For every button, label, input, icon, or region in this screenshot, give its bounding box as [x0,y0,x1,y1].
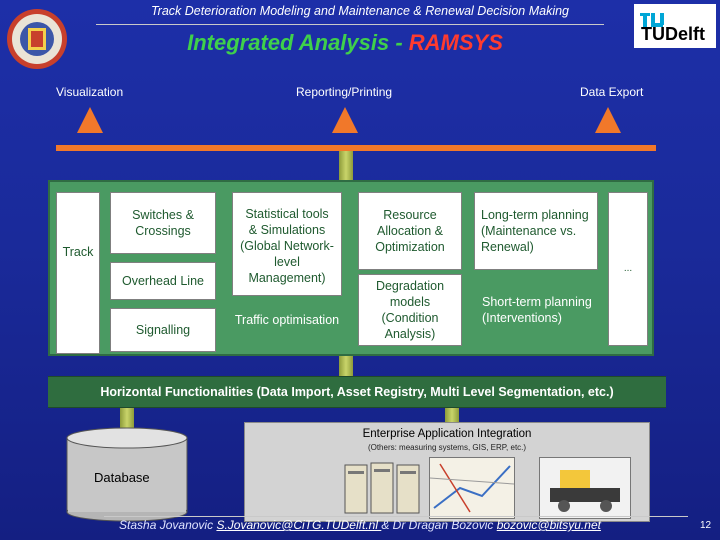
measuring-system-icon [539,457,631,519]
footer-rule [104,516,688,517]
degradation-models-box: Degradation models (Condition Analysis) [358,274,462,346]
signalling-box: Signalling [110,308,216,352]
long-term-planning-box: Long-term planning (Maintenance vs. Rene… [474,192,598,270]
svg-text:TUDelft: TUDelft [641,24,705,44]
gis-map-icon [429,457,515,519]
tudelft-logo: TUDelft [634,4,716,48]
statistical-label: Statistical tools & Simulations (Global … [240,207,334,285]
footer-coauthor: & Dr Dragan Bozovic [381,518,497,532]
eai-box: Enterprise Application Integration (Othe… [244,422,650,522]
database-cylinder [64,426,190,522]
connector-eai [445,406,459,424]
overhead-line-box: Overhead Line [110,262,216,300]
output-data-export: Data Export [580,85,644,99]
resource-allocation-box: Resource Allocation & Optimization [358,192,462,270]
traffic-optimisation-label: Traffic optimisation [234,313,340,327]
arrow-up-icon [332,107,358,133]
modules-panel: Track Switches & Crossings Overhead Line… [48,180,654,356]
footer-email-link-2[interactable]: bozovic@bitsyu.net [496,518,601,532]
footer-email-link-1[interactable]: S.Jovanovic@CiTG.TUDelft.nl [216,518,382,532]
track-label: Track [62,245,94,259]
short-term-planning-label: Short-term planning (Interventions) [482,295,592,325]
connector-middle [339,355,353,377]
footer-author: Stasha Jovanovic [119,518,217,532]
eai-title: Enterprise Application Integration [362,428,532,440]
output-reporting: Reporting/Printing [296,85,393,99]
slide-subtitle: Track Deterioration Modeling and Mainten… [150,4,570,18]
output-visualization: Visualization [56,85,124,99]
track-box [56,192,100,354]
title-part-red: RAMSYS [408,30,503,55]
arrow-up-icon [77,107,103,133]
horizontal-functionalities-bar: Horizontal Functionalities (Data Import,… [48,376,666,408]
page-number: 12 [700,520,712,531]
eai-subtitle: (Others: measuring systems, GIS, ERP, et… [367,443,527,452]
more-modules-box: ... [608,192,648,346]
output-bus-bar [56,145,656,151]
slide-title: Integrated Analysis - RAMSYS [0,30,690,56]
connector-top [339,151,353,181]
switches-crossings-box: Switches & Crossings [110,192,216,254]
server-rack-icon [343,459,421,515]
header-rule [96,24,604,25]
university-crest-logo [6,4,68,74]
statistical-box [232,192,342,296]
title-part-green: Integrated Analysis - [187,30,409,55]
database-label: Database [94,470,150,485]
arrow-up-icon [595,107,621,133]
footer-credits: Stasha Jovanovic S.Jovanovic@CiTG.TUDelf… [0,518,720,532]
